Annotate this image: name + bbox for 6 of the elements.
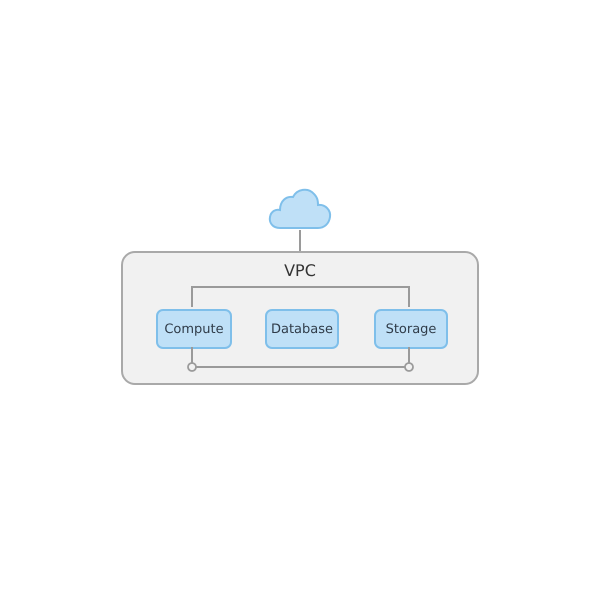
container-box — [121, 251, 479, 385]
cloud-shape — [268, 186, 332, 230]
service-box: Database — [265, 309, 339, 349]
container-title: VPC — [283, 261, 317, 280]
service-box: Storage — [374, 309, 448, 349]
service-box: Compute — [156, 309, 232, 349]
